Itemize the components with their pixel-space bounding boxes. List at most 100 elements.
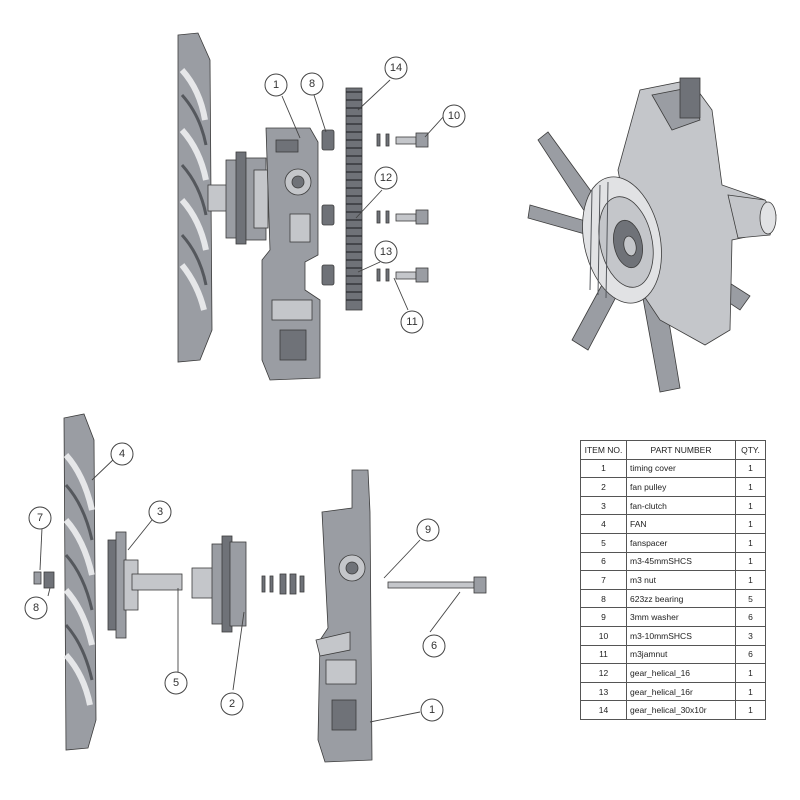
balloon-label: 1 (429, 704, 435, 716)
bom-item-no: 10 (580, 625, 627, 646)
bom-header-row: ITEM NO. PART NUMBER QTY. (580, 440, 766, 460)
bom-part-number: timing cover (626, 458, 736, 479)
bom-part-number: 3mm washer (626, 607, 736, 627)
bom-part-number: m3-10mmSHCS (626, 625, 736, 646)
balloon-top-12: 12 (374, 166, 398, 190)
leader-lines (39, 79, 461, 723)
bom-part-number: fan pulley (626, 477, 736, 497)
bom-qty: 1 (735, 532, 766, 553)
bom-header-part-number: PART NUMBER (626, 440, 736, 460)
bottom-exploded-view (33, 413, 487, 763)
balloon-bottom-4: 4 (110, 442, 134, 466)
balloon-label: 11 (406, 316, 417, 328)
bom-item-no: 3 (580, 495, 627, 516)
bom-part-number: m3 nut (626, 570, 736, 590)
balloon-top-14: 14 (384, 56, 408, 80)
balloon-bottom-8: 8 (24, 596, 48, 620)
bom-qty: 1 (735, 477, 766, 497)
bom-item-no: 5 (580, 532, 627, 553)
bom-item-no: 2 (580, 477, 627, 497)
bom-qty: 1 (735, 495, 766, 516)
bom-item-no: 12 (580, 663, 627, 683)
fan-clutch-bottom (107, 531, 139, 639)
balloon-label: 12 (380, 172, 392, 184)
long-screw-bottom (387, 576, 487, 594)
bom-qty: 1 (735, 700, 766, 720)
m3-nut-part (33, 571, 42, 585)
balloon-top-13: 13 (374, 240, 398, 264)
bearing-part (43, 571, 55, 589)
bom-part-number: 623zz bearing (626, 588, 736, 609)
gear-stack-top (345, 87, 363, 311)
bom-qty: 6 (735, 644, 766, 665)
bom-item-no: 8 (580, 588, 627, 609)
balloon-label: 1 (273, 79, 279, 91)
balloon-label: 13 (380, 246, 392, 258)
balloon-label: 8 (33, 602, 39, 614)
bom-item-no: 11 (580, 644, 627, 665)
fan-blade-top (177, 32, 213, 363)
bom-part-number: fanspacer (626, 532, 736, 553)
balloon-label: 7 (37, 512, 43, 524)
balloon-label: 3 (157, 506, 163, 518)
balloon-bottom-6: 6 (422, 634, 446, 658)
balloon-top-10: 10 (442, 104, 466, 128)
bom-part-number: FAN (626, 514, 736, 534)
bom-header-qty: QTY. (735, 440, 766, 460)
balloon-label: 10 (448, 110, 460, 122)
fan-blade-bottom (63, 413, 97, 751)
balloon-bottom-1: 1 (420, 698, 444, 722)
bom-item-no: 6 (580, 551, 627, 572)
balloon-bottom-9: 9 (416, 518, 440, 542)
balloon-top-11: 11 (400, 310, 424, 334)
balloon-bottom-3: 3 (148, 500, 172, 524)
bom-item-no: 1 (580, 458, 627, 479)
balloon-top-8: 8 (300, 72, 324, 96)
balloon-bottom-2: 2 (220, 692, 244, 716)
bom-qty: 1 (735, 663, 766, 683)
balloon-bottom-7: 7 (28, 506, 52, 530)
bom-part-number: fan-clutch (626, 495, 736, 516)
balloon-bottom-5: 5 (164, 671, 188, 695)
fan-pulley-bottom (191, 535, 247, 633)
bom-qty: 1 (735, 551, 766, 572)
bom-item-no: 14 (580, 700, 627, 720)
bom-part-number: gear_helical_30x10r (626, 700, 736, 720)
fan-clutch-top (207, 151, 269, 245)
isometric-assembled-view (527, 77, 777, 393)
bom-part-number: gear_helical_16 (626, 663, 736, 683)
timing-cover-bottom (315, 469, 373, 763)
bom-qty: 1 (735, 514, 766, 534)
fan-spacer-part (131, 573, 183, 591)
timing-cover-top (261, 127, 321, 381)
balloon-label: 8 (309, 78, 315, 90)
bom-qty: 3 (735, 625, 766, 646)
balloon-label: 2 (229, 698, 235, 710)
top-exploded-view (177, 32, 429, 381)
washers-bottom (261, 573, 305, 595)
bom-qty: 1 (735, 681, 766, 702)
bom-item-no: 13 (580, 681, 627, 702)
bom-header-item-no: ITEM NO. (580, 440, 627, 460)
bom-qty: 1 (735, 458, 766, 479)
bom-item-no: 9 (580, 607, 627, 627)
balloon-label: 6 (431, 640, 437, 652)
balloon-top-1: 1 (264, 73, 288, 97)
balloon-label: 4 (119, 448, 125, 460)
bom-item-no: 7 (580, 570, 627, 590)
bearings-top (321, 129, 335, 286)
